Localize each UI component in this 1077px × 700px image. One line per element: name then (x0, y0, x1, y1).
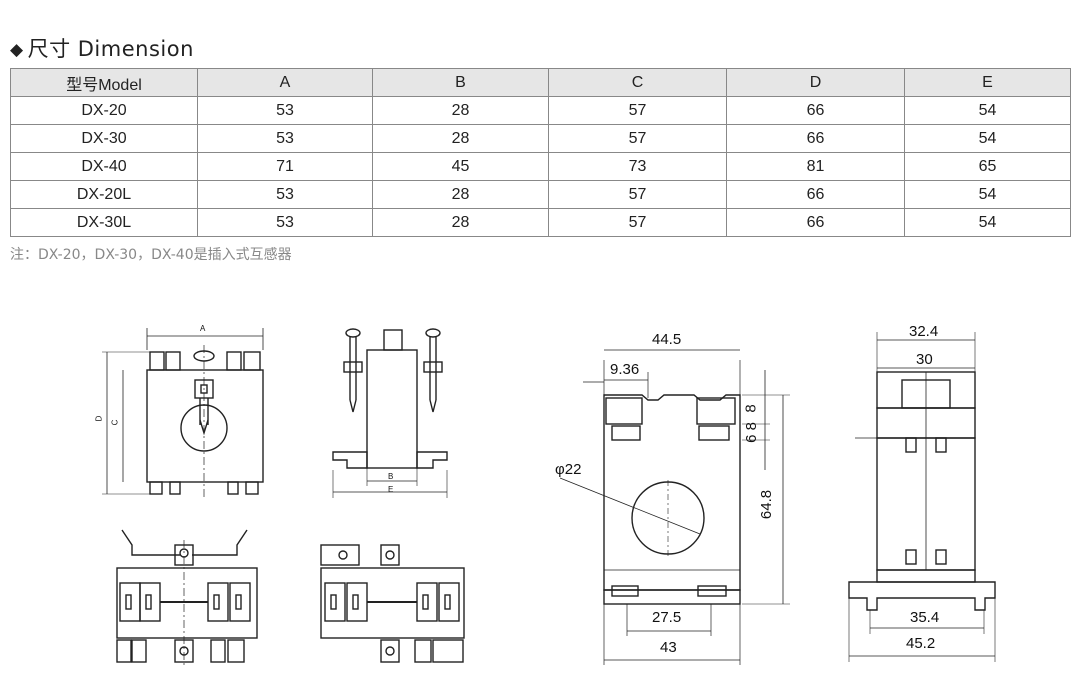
diamond-icon: ◆ (10, 40, 24, 60)
dim-diameter: φ22 (555, 461, 582, 478)
label-a: A (200, 324, 206, 333)
header-c: C (548, 68, 727, 97)
table-cell: 28 (372, 124, 549, 153)
table-cell: 57 (548, 124, 727, 153)
table-cell: DX-40 (10, 152, 198, 181)
dim-base-total: 43 (660, 639, 677, 656)
dim-base-total-side: 45.2 (906, 635, 936, 652)
table-cell: 73 (548, 152, 727, 181)
table-cell: 57 (548, 180, 727, 209)
header-d: D (726, 68, 905, 97)
label-d: D (94, 415, 104, 422)
side-view-drawing (332, 328, 448, 498)
table-row: DX-20 53 28 57 66 54 (10, 96, 1071, 125)
table-cell: 45 (372, 152, 549, 181)
bottom-view-wide-drawing (116, 529, 258, 668)
dim-8: 8 (742, 404, 760, 413)
table-header-row: 型号Model A B C D E (10, 68, 1071, 97)
label-b: B (388, 472, 394, 481)
table-row: DX-20L 53 28 57 66 54 (10, 180, 1071, 209)
dimensioned-front-drawing (559, 349, 790, 665)
dimensioned-side-drawing (848, 332, 996, 662)
dimension-table: 型号Model A B C D E DX-20 53 28 57 66 54 D… (10, 68, 1071, 237)
table-cell: 54 (904, 124, 1071, 153)
dim-offset: 9.36 (610, 361, 640, 378)
header-b: B (372, 68, 549, 97)
table-cell: 53 (197, 96, 373, 125)
dim-base-inner-side: 35.4 (910, 609, 940, 626)
table-note: 注：DX-20，DX-30，DX-40是插入式互感器 (10, 247, 292, 263)
dim-base-inner: 27.5 (652, 609, 682, 626)
table-cell: 66 (726, 180, 905, 209)
header-model: 型号Model (10, 68, 198, 97)
table-cell: 54 (904, 208, 1071, 237)
label-c: C (110, 419, 120, 426)
table-row: DX-40 71 45 73 81 65 (10, 152, 1071, 181)
dim-height: 64.8 (758, 489, 776, 520)
dim-top-outer: 32.4 (909, 323, 939, 340)
label-e: E (388, 485, 394, 494)
front-view-drawing (102, 328, 264, 500)
bottom-view-narrow-drawing (320, 544, 465, 663)
section-title: ◆尺寸 Dimension (10, 33, 194, 63)
dim-top-inner: 30 (916, 351, 933, 368)
table-cell: 57 (548, 208, 727, 237)
table-cell: 57 (548, 96, 727, 125)
header-e: E (904, 68, 1071, 97)
table-cell: DX-20 (10, 96, 198, 125)
table-cell: DX-30L (10, 208, 198, 237)
table-cell: 66 (726, 124, 905, 153)
dim-6-8: 6 8 (742, 422, 760, 443)
table-cell: 53 (197, 208, 373, 237)
table-cell: 53 (197, 180, 373, 209)
table-row: DX-30L 53 28 57 66 54 (10, 208, 1071, 237)
table-cell: 28 (372, 208, 549, 237)
table-cell: 65 (904, 152, 1071, 181)
section-title-text: 尺寸 Dimension (27, 37, 194, 61)
dim-width-total: 44.5 (652, 331, 682, 348)
